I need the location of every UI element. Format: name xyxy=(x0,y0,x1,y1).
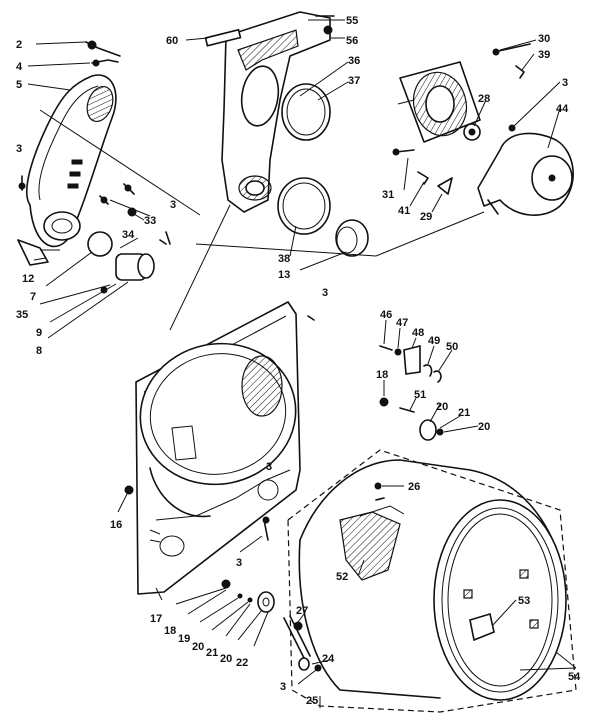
callout-label: 3 xyxy=(280,681,286,693)
callout-label: 25 xyxy=(306,695,318,707)
callout-label: 60 xyxy=(166,35,178,47)
fan-housing xyxy=(477,132,574,216)
callout-label: 48 xyxy=(412,327,424,339)
leader-lines-top xyxy=(169,19,349,331)
callout-label: 20 xyxy=(436,401,448,413)
callout-label: 4 xyxy=(16,61,23,73)
callout-label: 19 xyxy=(178,633,190,645)
callout-label: 3 xyxy=(236,557,242,569)
callout-label: 3 xyxy=(266,461,272,473)
callout-label: 26 xyxy=(408,481,420,493)
callout-label: 34 xyxy=(122,229,135,241)
callout-label: 12 xyxy=(22,273,34,285)
callout-label: 49 xyxy=(428,335,440,347)
seal-rings xyxy=(277,83,369,257)
callout-label: 8 xyxy=(36,345,42,357)
callout-label: 21 xyxy=(206,647,218,659)
idler-parts xyxy=(379,344,444,441)
callout-label: 17 xyxy=(150,613,162,625)
leader-lines-idler xyxy=(383,319,479,433)
callout-label: 46 xyxy=(380,309,392,321)
callout-label: 28 xyxy=(478,93,490,105)
callout-label: 54 xyxy=(568,671,581,683)
callout-label: 37 xyxy=(348,75,360,87)
callout-label: 53 xyxy=(518,595,530,607)
callout-label: 20 xyxy=(220,653,232,665)
callout-label: 56 xyxy=(346,35,358,47)
callout-label: 35 xyxy=(16,309,28,321)
callout-label: 22 xyxy=(236,657,248,669)
callout-label: 20 xyxy=(192,641,204,653)
drum-roller-assembly xyxy=(221,579,322,672)
callout-label: 31 xyxy=(382,189,394,201)
leader-lines-drum xyxy=(357,485,577,671)
callout-label: 3 xyxy=(562,77,568,89)
leader-lines-right xyxy=(195,39,561,257)
blower-wheel xyxy=(399,61,481,143)
callout-label: 9 xyxy=(36,327,42,339)
callout-label: 30 xyxy=(538,33,550,45)
callout-label: 36 xyxy=(348,55,360,67)
callout-label: 29 xyxy=(420,211,432,223)
callout-label: 44 xyxy=(556,103,569,115)
callout-label: 20 xyxy=(478,421,490,433)
callout-label: 16 xyxy=(110,519,122,531)
callout-label: 18 xyxy=(376,369,388,381)
callout-labels: 2 4 5 3 33 3 34 12 7 35 9 8 60 55 56 36 … xyxy=(16,15,581,707)
callout-label: 51 xyxy=(414,389,426,401)
leader-lines-left xyxy=(27,41,201,339)
leader-lines-bottom xyxy=(175,587,331,708)
callout-label: 38 xyxy=(278,253,290,265)
callout-label: 24 xyxy=(322,653,335,665)
motor xyxy=(87,207,167,294)
callout-label: 18 xyxy=(164,625,176,637)
callout-label: 27 xyxy=(296,605,308,617)
callout-label: 13 xyxy=(278,269,290,281)
small-fasteners-left xyxy=(18,40,171,245)
leader-lines-middle xyxy=(117,493,263,601)
front-bulkhead-panel xyxy=(124,301,315,595)
drum-assembly xyxy=(287,449,577,713)
callout-label: 7 xyxy=(30,291,36,303)
callout-label: 21 xyxy=(458,407,470,419)
blower-housing-bulkhead xyxy=(204,11,335,213)
callout-label: 47 xyxy=(396,317,408,329)
callout-label: 52 xyxy=(336,571,348,583)
callout-label: 3 xyxy=(16,143,22,155)
callout-label: 55 xyxy=(346,15,358,27)
callout-label: 33 xyxy=(144,215,156,227)
callout-label: 3 xyxy=(170,199,176,211)
callout-label: 39 xyxy=(538,49,550,61)
callout-label: 50 xyxy=(446,341,458,353)
callout-label: 5 xyxy=(16,79,22,91)
small-fasteners-right xyxy=(392,43,531,195)
callout-label: 3 xyxy=(322,287,328,299)
belt-cover-assembly xyxy=(17,74,117,266)
callout-label: 41 xyxy=(398,205,410,217)
callout-label: 2 xyxy=(16,39,22,51)
